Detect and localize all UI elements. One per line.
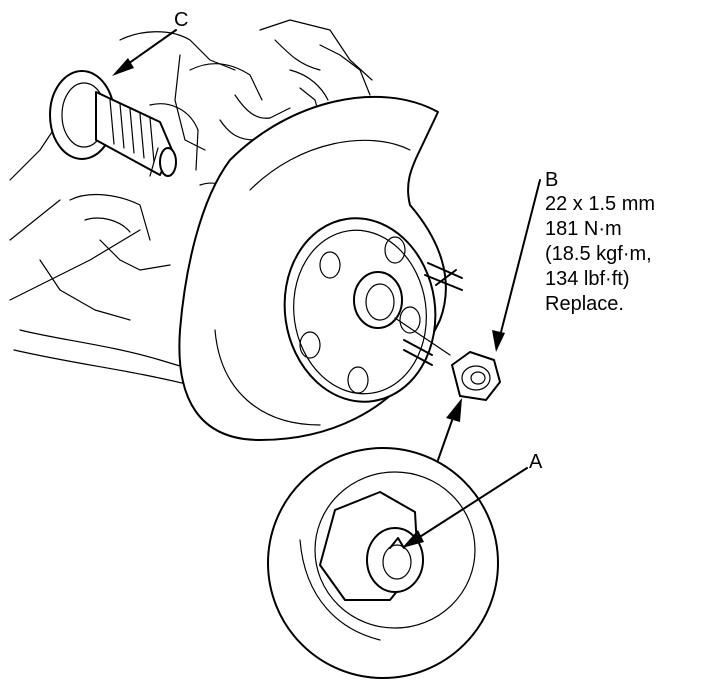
drive-shaft <box>49 70 177 177</box>
callout-a: A <box>529 451 543 473</box>
spec-torque-kgfm: (18.5 kgf·m, <box>545 243 652 265</box>
callout-leaders <box>112 29 541 548</box>
spec-torque-lbfft: 134 lbf·ft) <box>545 268 629 290</box>
detail-arrow <box>437 398 462 461</box>
spec-torque-nm: 181 N·m <box>545 218 622 240</box>
callout-b: B <box>545 169 558 191</box>
spec-size: 22 x 1.5 mm <box>545 193 655 215</box>
detail-circle <box>267 447 499 679</box>
knuckle-background <box>9 19 373 386</box>
torque-spec: 22 x 1.5 mm 181 N·m (18.5 kgf·m, 134 lbf… <box>545 193 655 315</box>
hub-nut <box>451 351 501 401</box>
callout-c: C <box>174 9 188 31</box>
wheel-hub <box>283 217 463 403</box>
spec-replace: Replace. <box>545 293 624 315</box>
